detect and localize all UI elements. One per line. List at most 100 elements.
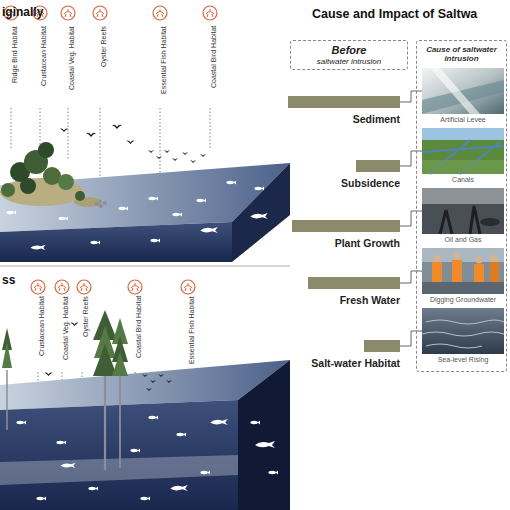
oil-gas-photo (422, 188, 504, 204)
impact-bar: Sediment (288, 96, 400, 108)
fish (88, 486, 98, 490)
box-heading: saltwater intrusion (295, 57, 403, 66)
cause-photo: Sea-level Rising (422, 308, 504, 366)
fish (6, 180, 267, 250)
water-block (0, 400, 238, 510)
cause-box: Cause of saltwater intrusionArtificial L… (416, 40, 507, 372)
groundwater-photo (474, 264, 484, 282)
fish (90, 240, 100, 244)
groundwater-photo (452, 260, 462, 282)
habitat-label: Essential Fish Habitat (188, 296, 195, 364)
panel-heading: iginally (2, 5, 43, 19)
photo-caption: Artificial Levee (422, 115, 504, 124)
habitat-icon (31, 280, 45, 294)
habitat-label: Oyster Reefs (82, 296, 89, 337)
fish (36, 496, 46, 500)
bird (142, 374, 148, 377)
bar-label: Subsidence (341, 177, 400, 189)
bird (158, 374, 164, 377)
label-holder: Coastal Veg. Habitat (64, 26, 73, 90)
impact-bar: Subsidence (356, 160, 400, 172)
label-holder: iginally (2, 2, 43, 20)
bar-label: Plant Growth (335, 237, 400, 249)
habitat-label: Crustacean Habitat (38, 296, 45, 356)
groundwater-photo (491, 255, 498, 262)
habitat-label: Coastal Bird Habitat (135, 296, 142, 358)
photo-caption: Digging Groundwater (422, 295, 504, 304)
water-block (232, 163, 290, 262)
fish (250, 420, 260, 424)
bar-connector (400, 91, 422, 102)
bar-label: Sediment (353, 113, 400, 125)
bar-connector (400, 271, 422, 283)
marsh-island (75, 191, 85, 201)
impact-bar: Salt-water Habitat (364, 340, 400, 352)
bird (146, 388, 152, 391)
oil-gas-photo (480, 218, 500, 226)
box-heading: Cause of saltwater intrusion (419, 45, 504, 63)
panel-heading: ss (2, 273, 15, 287)
oil-gas-photo (440, 206, 480, 234)
oil-gas-photo (422, 188, 504, 234)
marsh-island (1, 183, 15, 197)
habitat-icon (61, 6, 75, 20)
oyster-reef (99, 200, 102, 203)
dead-tree (2, 342, 12, 368)
bird (86, 133, 96, 137)
marsh-island (0, 142, 102, 207)
fish (61, 463, 76, 468)
bird (71, 323, 79, 326)
impact-bar: Plant Growth (292, 220, 400, 232)
canal-photo (422, 140, 504, 174)
fish (196, 198, 206, 202)
bird (182, 152, 188, 155)
bar-connector (400, 331, 422, 346)
title-holder: Cause and Impact of Saltwa (312, 4, 477, 22)
fish (16, 415, 278, 500)
label-holder: Ridge Bird Habitat (7, 26, 16, 83)
oyster-reef (103, 201, 107, 205)
bird (166, 380, 172, 383)
cause-photo: Oil and Gas (422, 188, 504, 246)
dead-tree (6, 370, 8, 430)
bar-connector (400, 151, 422, 166)
fish (255, 441, 275, 448)
label-holder: Oyster Reefs (96, 26, 105, 67)
sea-level-photo (422, 308, 504, 354)
dead-tree (112, 352, 128, 376)
marsh-island (58, 174, 74, 190)
bar-connector (400, 211, 422, 226)
bird (60, 129, 68, 132)
groundwater-photo (454, 253, 461, 260)
water-block (0, 163, 290, 262)
habitat-label: Coastal Veg. Habitat (62, 296, 69, 360)
bar-label: Fresh Water (340, 294, 400, 306)
groundwater-photo (434, 255, 441, 262)
bird (164, 150, 170, 153)
fish (118, 206, 128, 210)
habitat-icon (93, 6, 107, 20)
fish (148, 196, 158, 200)
fish (150, 238, 160, 242)
fish (226, 180, 236, 184)
groundwater-photo (422, 248, 504, 294)
label-holder: Coastal Bird Habitat (206, 26, 215, 88)
groundwater-photo (422, 248, 504, 262)
bird (45, 373, 53, 376)
habitat-icon (55, 280, 69, 294)
fish (254, 186, 264, 190)
habitat-label: Crustacean Habitat (40, 26, 47, 86)
marsh-island (20, 178, 36, 194)
levee-photo (430, 68, 480, 114)
fish (56, 440, 66, 444)
habitat-icon (203, 6, 217, 20)
label-holder: Coastal Veg. Habitat (58, 296, 67, 360)
water-block (238, 360, 290, 510)
label-holder: Crustacean Habitat (36, 26, 45, 86)
bird (112, 125, 122, 129)
habitat-icon (77, 280, 91, 294)
leader-line (68, 108, 69, 160)
levee-photo (422, 68, 504, 114)
box-heading: Before (295, 44, 403, 57)
